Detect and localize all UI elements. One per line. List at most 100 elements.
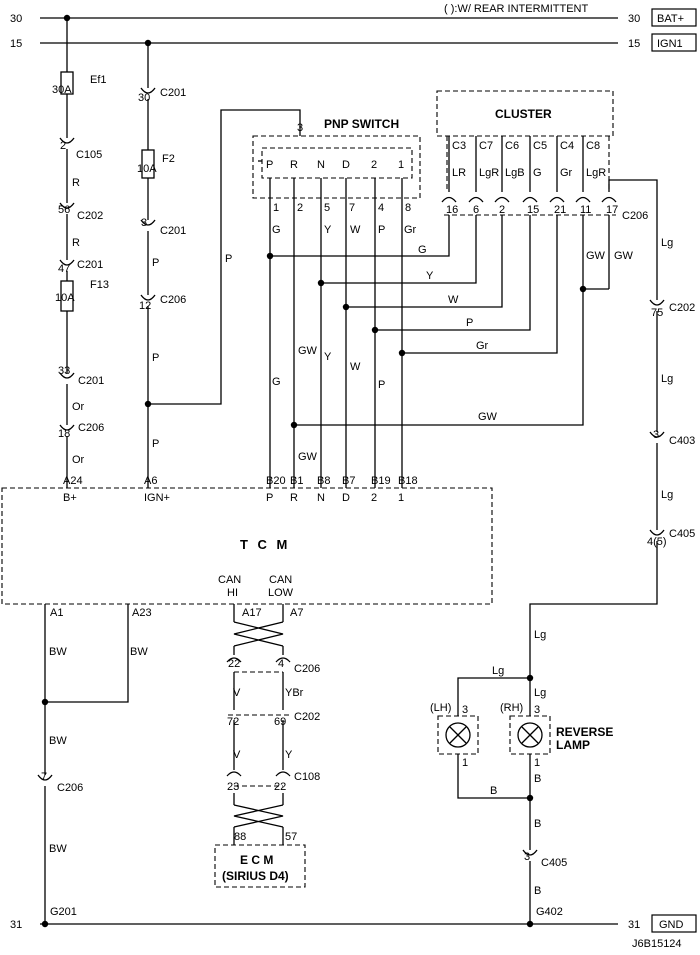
bplus-feed-wire [59,14,75,488]
lamp-lh-pin-out: 1 [462,757,468,769]
c201-label-4: C201 [160,225,186,237]
c105-label: C105 [76,149,102,161]
wire-p-ign-1: P [152,257,159,269]
wire-lg-3: Lg [661,489,673,501]
c202-pin-56: 56 [58,204,70,216]
tcm-pin-label-5: D [342,492,350,504]
cluster-wire-3: G [533,167,542,179]
lamp-lh-label: (LH) [430,702,451,714]
c202-label-can: C202 [294,711,320,723]
g201-label: G201 [50,906,77,918]
gnd-label: GND [659,919,684,931]
can-hi-label-2: HI [227,587,238,599]
cluster-wire-2: LgB [505,167,525,179]
tcm-pin-label-7: 1 [398,492,404,504]
c206-cluster-pin-0: 16 [446,204,458,216]
cross-wires [266,215,610,429]
bus-31-right-label: 31 [628,919,640,931]
wire-lg-1: Lg [661,237,673,249]
c206-label-1: C206 [78,422,104,434]
tcm-pin-b18: B18 [398,475,418,487]
c202-pin-75: 75 [651,307,663,319]
pnp-pin-0: 1 [273,202,279,214]
pnp-feed-pin: 3 [297,122,303,134]
c206-label-cluster: C206 [622,210,648,222]
c405-label-upper: C405 [669,528,695,540]
c206-label-can: C206 [294,663,320,675]
tcm-pin-label-0: B+ [63,492,77,504]
pnp-position-1: R [290,159,298,171]
wire-lg-6: Lg [534,687,546,699]
tcm-pin-label-6: 2 [371,492,377,504]
wire-p-cross: P [466,317,473,329]
pnp-position-0: P [266,159,273,171]
wire-p-pnp: P [378,224,385,236]
wire-gw-cross: GW [478,411,498,423]
c108-pin-22: 22 [274,781,286,793]
tcm-pin-a1: A1 [50,607,63,619]
c206-cluster-socket-4 [549,196,565,203]
tcm-pin-a23: A23 [132,607,152,619]
tcm-pin-a7: A7 [290,607,303,619]
c201-pin-47: 47 [58,263,70,275]
cluster-wire-5: LgR [586,167,606,179]
c206-label-2: C206 [160,294,186,306]
f13-amp-label: 10A [55,292,75,304]
cluster-pin-0: C3 [452,140,466,152]
c206-pin-12: 12 [139,300,151,312]
can-low-label-2: LOW [268,587,294,599]
c206-cluster-pin-4: 21 [554,204,566,216]
wire-bw-3: BW [49,735,67,747]
pnp-pin-4: 4 [378,202,384,214]
wire-y-pnp: Y [324,224,332,236]
c201-label-1: C201 [77,259,103,271]
diagram-code: J6B15124 [632,938,682,950]
wire-y-can: Y [285,749,293,761]
c206-cluster-pin-6: 17 [606,204,618,216]
c108-pin-23: 23 [227,781,239,793]
wire-w-pnp: W [350,224,361,236]
tcm-pin-a17: A17 [242,607,262,619]
pnp-pin-1: 2 [297,202,303,214]
f2-amp-label: 10A [137,163,157,175]
c403-pin: 3 [653,429,659,441]
c405-pin-upper: 4(5) [647,536,667,548]
c206-pin-4: 4 [278,658,284,670]
wire-gw-loop-1: GW [586,250,606,262]
c201-pin-30: 30 [138,92,150,104]
lamp-ground-wire [457,754,538,928]
wire-gr-pnp: Gr [404,224,417,236]
c206-cluster-socket-0 [441,196,457,203]
wire-w-cross: W [448,294,459,306]
tcm-pin-label-2: P [266,492,273,504]
f2-label: F2 [162,153,175,165]
wire-gw-loop-2: GW [614,250,634,262]
ign-box [651,33,697,52]
ecm-title: E C M [240,853,273,867]
wire-r-2: R [72,237,80,249]
c206-label-ground: C206 [57,782,83,794]
tcm-title: T C M [240,537,290,552]
wire-y-cross: Y [426,270,434,282]
c105-pin: 2 [60,140,66,152]
f13-label: F13 [90,279,109,291]
ign-feed-wire [140,39,301,488]
gnd-box [651,914,697,933]
c202-pin-72: 72 [227,716,239,728]
wire-r-1: R [72,177,80,189]
ecm-box [214,844,306,888]
reverse-lamp-label-2: LAMP [556,738,590,752]
wire-g-tcm: G [272,376,281,388]
pnp-position-4: 2 [371,159,377,171]
wire-g-cross: G [418,244,427,256]
c403-label: C403 [669,435,695,447]
ecm-subtitle: (SIRIUS D4) [222,869,289,883]
lamp-lh-bulb-icon [445,722,471,748]
wire-y-tcm: Y [324,351,332,363]
pnp-pin-2: 5 [324,202,330,214]
c108-label: C108 [294,771,320,783]
pnp-switch-box [252,135,421,199]
c405-label-lower: C405 [541,857,567,869]
tcm-pin-a6: A6 [144,475,157,487]
